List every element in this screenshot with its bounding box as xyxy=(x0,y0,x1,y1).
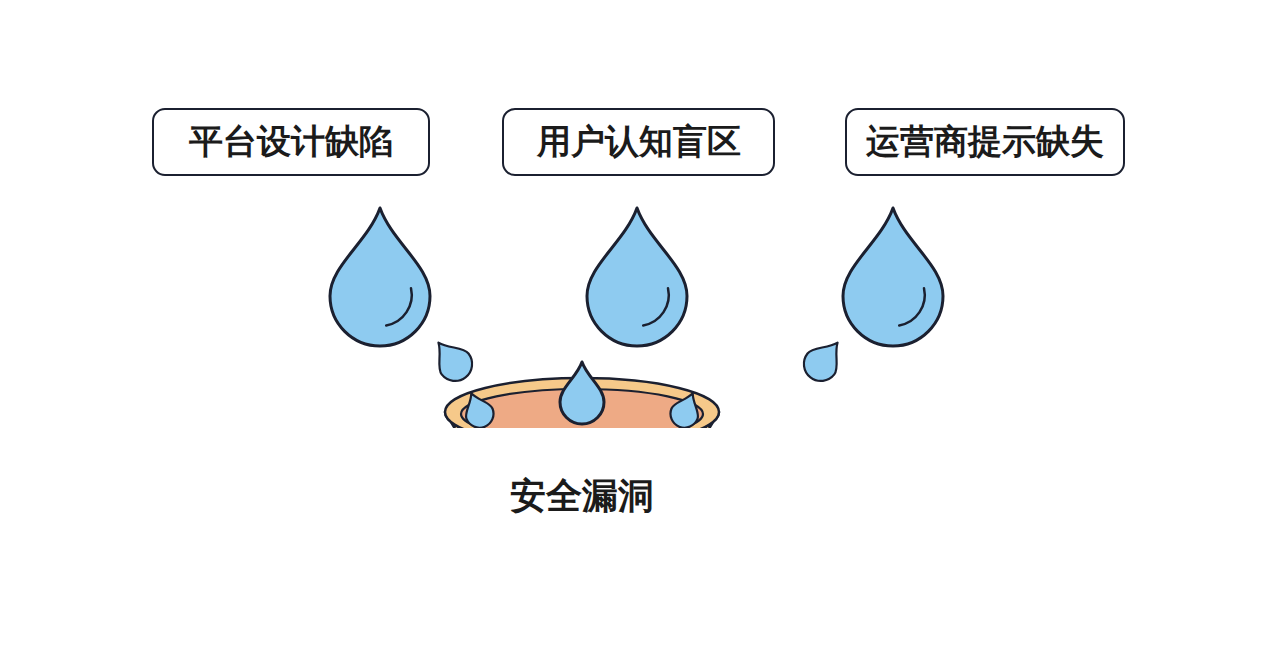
water-drop xyxy=(560,362,604,424)
water-drop xyxy=(458,388,497,428)
water-drop xyxy=(843,208,943,346)
water-drop xyxy=(587,208,687,346)
funnel-shape: 安全漏洞 xyxy=(443,360,835,648)
funnel-label: 安全漏洞 xyxy=(510,472,654,521)
funnel-outline xyxy=(443,360,721,428)
cause-box: 运营商提示缺失 xyxy=(845,108,1125,176)
cause-box: 平台设计缺陷 xyxy=(152,108,430,176)
water-drop xyxy=(425,332,479,388)
water-drop xyxy=(330,208,430,346)
water-drop xyxy=(666,388,705,428)
cause-box: 用户认知盲区 xyxy=(502,108,775,176)
cause-label: 平台设计缺陷 xyxy=(189,119,393,165)
water-drop xyxy=(797,332,851,388)
cause-label: 运营商提示缺失 xyxy=(866,119,1104,165)
cause-label: 用户认知盲区 xyxy=(537,119,741,165)
